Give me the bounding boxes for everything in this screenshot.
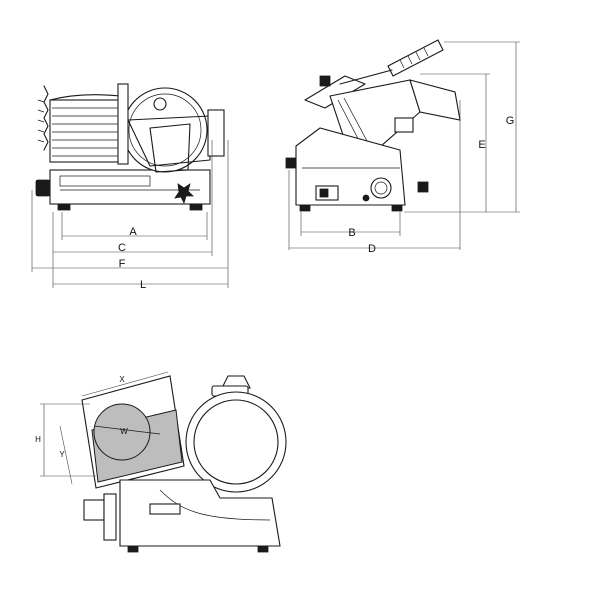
label-g: G	[506, 115, 515, 127]
top-side-knob	[83, 499, 105, 521]
top-body	[119, 479, 281, 547]
motor-housing	[49, 94, 121, 163]
thickness-knob	[370, 177, 392, 199]
label-a: A	[129, 226, 137, 238]
carriage-handle	[339, 39, 444, 85]
label-w: W	[120, 427, 128, 436]
label-f: F	[119, 258, 126, 270]
front-view: A C F L	[31, 83, 229, 291]
top-blade	[185, 391, 287, 493]
label-b: B	[348, 227, 355, 239]
star-knob	[174, 183, 194, 205]
top-view: W X Y H	[35, 371, 287, 553]
label-l: L	[140, 279, 146, 291]
label-y: Y	[59, 450, 65, 459]
label-d: D	[368, 243, 376, 255]
label-h: H	[35, 435, 41, 444]
label-x: X	[119, 375, 125, 384]
side-knob	[35, 179, 51, 197]
label-e: E	[478, 139, 485, 151]
side-view: B D E G	[285, 39, 520, 255]
front-blade	[117, 83, 225, 173]
back-guard	[43, 85, 49, 151]
label-c: C	[118, 242, 126, 254]
